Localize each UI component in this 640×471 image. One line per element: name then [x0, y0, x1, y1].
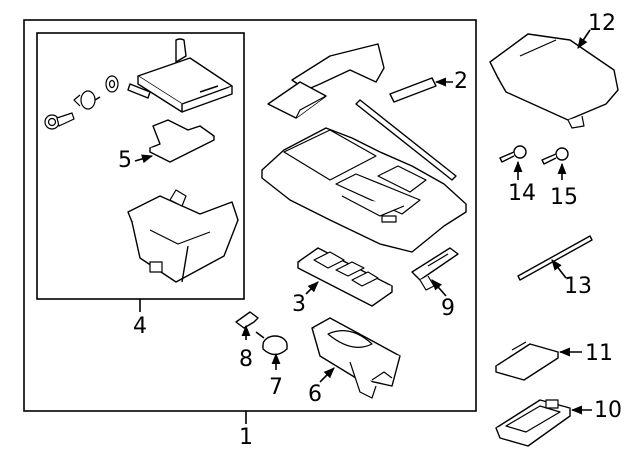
- callout-1: 1: [239, 425, 253, 450]
- callout-3: 3: [292, 292, 306, 317]
- callout-7: 7: [269, 375, 283, 400]
- callout-13: 13: [564, 274, 592, 299]
- leader-12: [577, 29, 591, 49]
- armrest-part: [489, 33, 619, 129]
- shifter-bezel-part: [297, 247, 393, 307]
- callout-15: 15: [550, 185, 578, 210]
- push-pin-part: [73, 90, 101, 110]
- knob-part: [255, 331, 288, 356]
- callout-6: 6: [308, 382, 322, 407]
- leader-5: [134, 154, 154, 164]
- callout-4: 4: [133, 314, 147, 339]
- callout-2: 2: [454, 69, 468, 94]
- tray-11-part: [495, 341, 559, 381]
- pin-14-part: [499, 145, 527, 163]
- console-body-part: [261, 127, 467, 253]
- callout-9: 9: [441, 296, 455, 321]
- trim-strip-part: [389, 77, 437, 103]
- callout-14: 14: [508, 181, 536, 206]
- rod-13-part: [517, 235, 593, 281]
- washer-part: [105, 75, 119, 93]
- assembly-frame: [23, 19, 477, 412]
- cup-holder-part: [311, 317, 401, 399]
- pin-15-part: [541, 147, 569, 165]
- leader-9: [431, 279, 447, 297]
- callout-12: 12: [588, 11, 616, 36]
- callout-8: 8: [239, 347, 253, 372]
- bracket-part: [267, 43, 385, 119]
- leader-6: [319, 367, 335, 383]
- leader-13: [551, 259, 567, 279]
- screw-part: [44, 112, 75, 130]
- storage-bin-part: [127, 189, 239, 283]
- clip-part: [235, 311, 259, 329]
- mat-part: [149, 119, 215, 163]
- rod-part: [355, 99, 457, 181]
- leader-3: [305, 281, 319, 295]
- switch-bezel-part: [411, 247, 459, 291]
- callout-10: 10: [594, 398, 622, 423]
- callout-5: 5: [118, 148, 132, 173]
- bin-lid-part: [127, 38, 233, 113]
- tray-10-part: [495, 399, 571, 447]
- callout-11: 11: [585, 341, 613, 366]
